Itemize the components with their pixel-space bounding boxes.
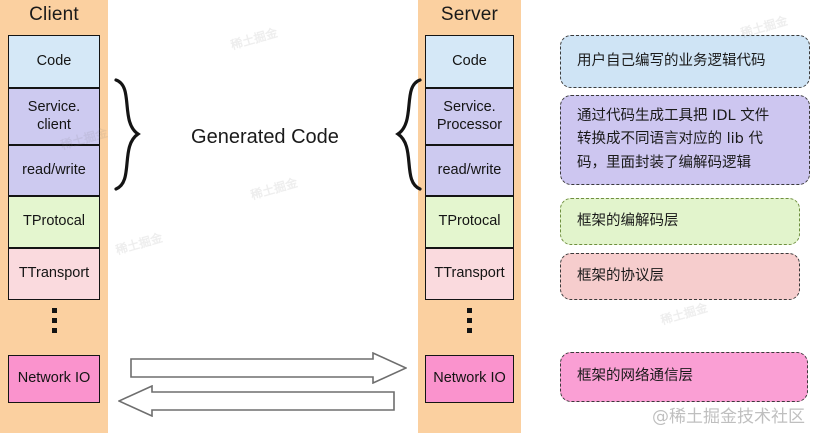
client-layer-tprotocal[interactable]: TProtocal xyxy=(8,196,100,248)
client-layer-ttransport-label: TTransport xyxy=(18,265,90,282)
client-to-server-arrow-icon xyxy=(130,352,407,384)
server-column: Server Code Service.Processor read/write… xyxy=(418,0,521,433)
server-layer-network-io[interactable]: Network IO xyxy=(425,355,514,403)
callout-generated-lib-line-3: 码，里面封装了编解码逻辑 xyxy=(577,154,751,171)
server-layer-tprotocal-label: TProtocal xyxy=(438,213,501,230)
callout-network-layer-text: 框架的网络通信层 xyxy=(577,368,693,385)
server-title: Server xyxy=(440,4,499,25)
client-layer-network-io-label: Network IO xyxy=(17,370,91,387)
callout-generated-lib-text: 通过代码生成工具把 IDL 文件 转换成不同语言对应的 lib 代 码，里面封装… xyxy=(577,105,769,175)
server-layer-network-io-label: Network IO xyxy=(433,370,506,387)
callout-business-logic-text: 用户自己编写的业务逻辑代码 xyxy=(577,52,766,69)
left-brace-icon xyxy=(114,78,141,191)
server-layer-service-processor[interactable]: Service.Processor xyxy=(425,88,514,145)
watermark-brand: @稀土掘金技术社区 xyxy=(652,407,805,427)
callout-protocol-layer-text: 框架的协议层 xyxy=(577,267,664,284)
client-ellipsis-icon xyxy=(0,303,108,333)
server-to-client-arrow-icon xyxy=(118,385,395,417)
callout-protocol-layer[interactable]: 框架的协议层 xyxy=(560,253,800,300)
watermark-tile: 稀土掘金 xyxy=(249,175,300,203)
callout-codec-layer[interactable]: 框架的编解码层 xyxy=(560,198,800,245)
client-layer-service-client-label: Service.client xyxy=(27,99,81,133)
server-layer-ttransport[interactable]: TTransport xyxy=(425,248,514,300)
client-layer-service-client[interactable]: Service.client xyxy=(8,88,100,145)
client-layer-code[interactable]: Code xyxy=(8,35,100,88)
watermark-tile: 稀土掘金 xyxy=(659,300,710,328)
server-layer-code-label: Code xyxy=(452,52,487,69)
client-column: Client Code Service.client read/write TP… xyxy=(0,0,108,433)
watermark-tile: 稀土掘金 xyxy=(229,25,280,53)
generated-code-label: Generated Code xyxy=(191,126,339,148)
client-layer-code-label: Code xyxy=(36,52,72,69)
server-ellipsis-icon xyxy=(418,303,521,333)
callout-business-logic[interactable]: 用户自己编写的业务逻辑代码 xyxy=(560,35,810,88)
server-layer-service-processor-label: Service.Processor xyxy=(436,99,503,133)
callout-generated-lib[interactable]: 通过代码生成工具把 IDL 文件 转换成不同语言对应的 lib 代 码，里面封装… xyxy=(560,95,810,185)
watermark-tile: 稀土掘金 xyxy=(114,230,165,258)
right-brace-icon xyxy=(395,78,422,191)
client-layer-read-write-label: read/write xyxy=(22,161,86,178)
callout-generated-lib-line-2: 转换成不同语言对应的 lib 代 xyxy=(577,131,763,148)
client-layer-tprotocal-label: TProtocal xyxy=(22,213,86,230)
client-layer-read-write[interactable]: read/write xyxy=(8,145,100,196)
callout-network-layer[interactable]: 框架的网络通信层 xyxy=(560,352,808,402)
server-layer-ttransport-label: TTransport xyxy=(434,265,505,282)
callout-codec-layer-text: 框架的编解码层 xyxy=(577,212,679,229)
server-layer-tprotocal[interactable]: TProtocal xyxy=(425,196,514,248)
server-layer-read-write-label: read/write xyxy=(437,161,502,178)
client-title: Client xyxy=(29,4,79,25)
server-layer-code[interactable]: Code xyxy=(425,35,514,88)
client-layer-network-io[interactable]: Network IO xyxy=(8,355,100,403)
server-layer-read-write[interactable]: read/write xyxy=(425,145,514,196)
callout-generated-lib-line-1: 通过代码生成工具把 IDL 文件 xyxy=(577,107,770,124)
client-layer-ttransport[interactable]: TTransport xyxy=(8,248,100,300)
